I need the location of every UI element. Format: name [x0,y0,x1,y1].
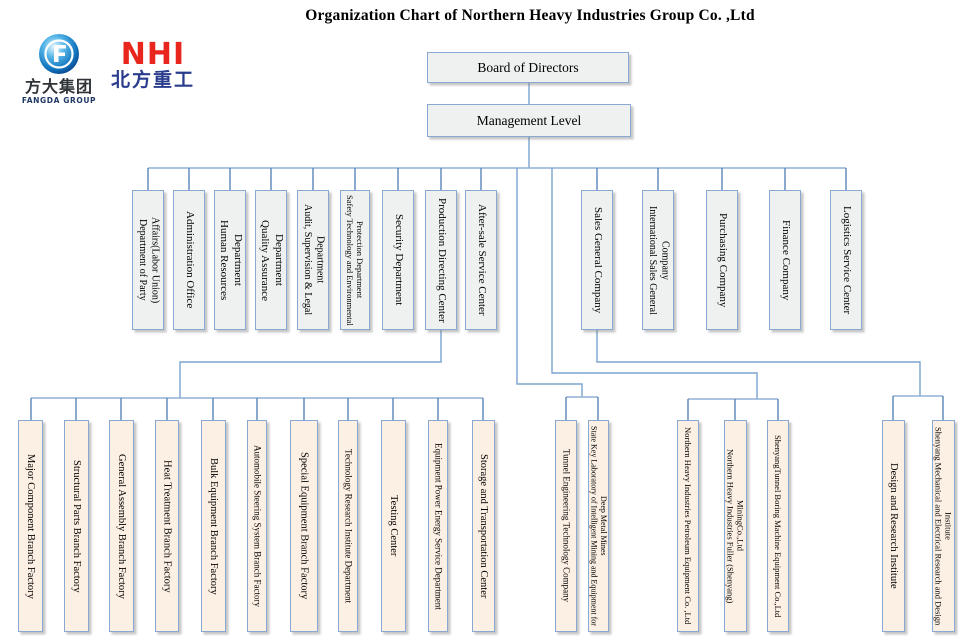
node-label: Sales General Company [591,206,604,314]
node-label: Testing Center [388,495,400,557]
node-audit-supervision-legal: Audit, Supervision & Legal Department [297,190,329,330]
node-bulk-equipment: Bulk Equipment Branch Factory [201,420,226,632]
fangda-logo: 方大集团 FANGDA GROUP [12,33,106,105]
node-management-level: Management Level [427,104,631,137]
nhi-logo: NHI 北方重工 [103,40,203,92]
node-quality-assurance: Quality Assurance Department [255,190,287,330]
node-label: Northern Heavy Industries Petroleum Equi… [683,427,694,625]
node-nhi-fuller-mining: Northern Heavy Industries Fuller (Shenya… [724,420,747,632]
node-label: Purchasing Company [716,212,729,308]
node-production-directing: Production Directing Center [425,190,457,330]
node-international-sales: International Sales General Company [642,190,674,330]
node-testing-center: Testing Center [381,420,406,632]
node-label: Human Resources Department [218,219,244,301]
node-label: Shenyang Mechanical and Electrical Resea… [933,426,954,626]
node-label: Logistics Service Center [840,205,853,315]
node-major-component: Major Component Branch Factory [18,420,43,632]
node-label: Department of Party Affairs(Labor Union) [137,216,161,304]
node-general-assembly: General Assembly Branch Factory [109,420,134,632]
node-state-key-laboratory: State Key Laboratory of Intelligent Mini… [588,420,609,632]
node-label: Major Component Branch Factory [25,453,37,599]
node-label: Equipment Power Energy Service Departmen… [433,442,444,610]
node-structural-parts: Structural Parts Branch Factory [64,420,89,632]
node-label: Finance Company [779,219,792,301]
node-storage-transportation: Storage and Transportation Center [472,420,495,632]
node-label: Security Department [392,214,405,306]
node-label: State Key Laboratory of Intelligent Mini… [589,426,609,626]
node-label: ShenyangTunnel Boring Machine Equipment … [773,434,784,618]
node-label: Northern Heavy Industries Fuller (Shenya… [725,448,746,604]
node-finance-company: Finance Company [769,190,801,330]
node-label: Management Level [476,112,582,128]
node-nhi-petroleum: Northern Heavy Industries Petroleum Equi… [677,420,699,632]
node-label: Administration Office [183,211,196,309]
node-label: Special Equipment Branch Factory [298,452,310,600]
node-label: Design and Research Institute [888,463,900,589]
node-design-research-institute: Design and Research Institute [882,420,905,632]
fangda-chinese-name: 方大集团 [24,77,93,96]
node-label: Technology Research Institute Department [343,448,354,604]
node-label: After-sale Service Center [475,204,488,316]
node-equipment-power-energy: Equipment Power Energy Service Departmen… [428,420,448,632]
nhi-chinese-name: 北方重工 [110,69,195,91]
node-safety-environment: Safety Technology and Environmental Prot… [340,190,370,330]
node-tech-research-institute: Technology Research Institute Department [338,420,358,632]
node-label: Audit, Supervision & Legal Department [302,204,326,316]
node-heat-treatment: Heat Treatment Branch Factory [155,420,179,632]
node-label: Tunnel Engineering Technology Company [561,449,572,603]
node-human-resources: Human Resources Department [214,190,246,330]
node-label: International Sales General Company [647,205,671,315]
node-label: Bulk Equipment Branch Factory [208,457,220,595]
node-tunnel-boring-machine: ShenyangTunnel Boring Machine Equipment … [767,420,789,632]
node-label: Board of Directors [477,59,579,75]
node-label: Production Directing Center [435,197,448,323]
node-label: Automobile Steering System Branch Factor… [252,445,263,607]
node-label: Storage and Transportation Center [478,453,490,599]
node-sales-general: Sales General Company [581,190,613,330]
fangda-globe-icon [39,34,79,74]
fangda-english-name: FANGDA GROUP [21,95,97,105]
node-shenyang-mech-electrical: Shenyang Mechanical and Electrical Resea… [932,420,955,632]
node-label: Safety Technology and Environmental Prot… [345,194,366,326]
node-label: Structural Parts Branch Factory [71,459,83,593]
node-aftersale-service: After-sale Service Center [465,190,497,330]
nhi-abbreviation: NHI [120,37,186,72]
node-tunnel-engineering: Tunnel Engineering Technology Company [555,420,577,632]
node-purchasing-company: Purchasing Company [706,190,738,330]
node-label: General Assembly Branch Factory [116,453,128,599]
node-special-equipment: Special Equipment Branch Factory [290,420,318,632]
chart-title: Organization Chart of Northern Heavy Ind… [305,7,755,24]
node-logistics-service: Logistics Service Center [830,190,862,330]
node-dept-party-affairs: Department of Party Affairs(Labor Union) [132,190,164,330]
node-label: Heat Treatment Branch Factory [161,459,173,593]
node-security-department: Security Department [382,190,414,330]
node-administration-office: Administration Office [173,190,205,330]
node-label: Quality Assurance Department [259,219,285,301]
node-board-of-directors: Board of Directors [427,52,629,83]
node-auto-steering: Automobile Steering System Branch Factor… [247,420,267,632]
